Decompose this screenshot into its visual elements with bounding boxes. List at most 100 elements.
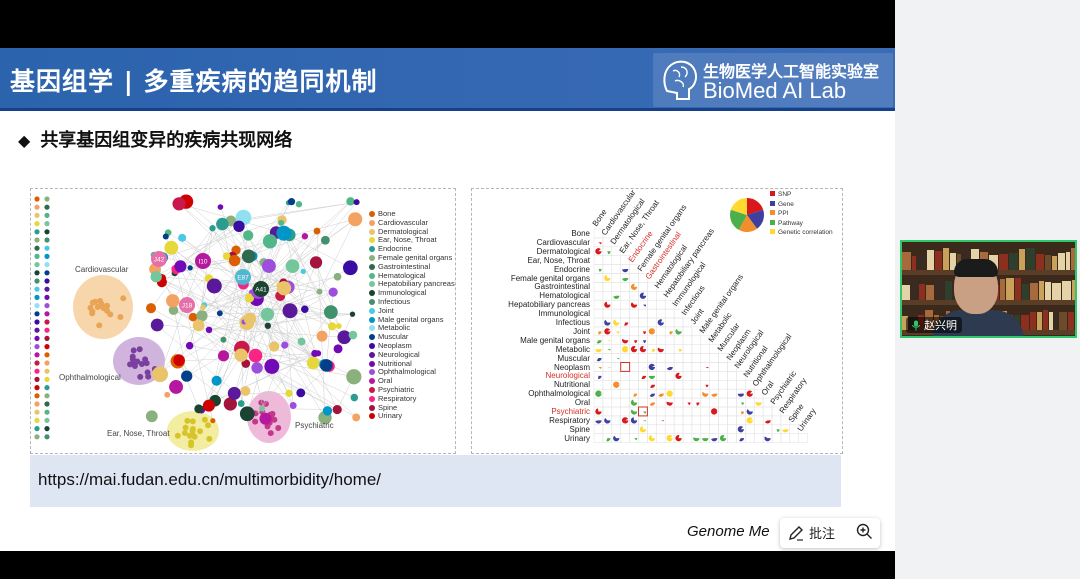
cell-pie-glyph: [595, 390, 602, 397]
network-node: [352, 413, 361, 422]
network-edge: [157, 324, 345, 338]
legend-item: Spine: [369, 403, 397, 412]
network-edge: [178, 360, 199, 409]
matrix-cell: [593, 299, 604, 310]
network-node: [337, 330, 352, 345]
strip-dot: [34, 360, 40, 366]
matrix-cell: [753, 415, 764, 426]
cell-pie-glyph: [675, 328, 682, 335]
book-spine: [999, 254, 1008, 270]
network-edge: [177, 361, 231, 405]
strip-dot: [44, 311, 50, 317]
network-edge: [171, 247, 214, 421]
strip-dot: [34, 344, 40, 350]
matrix-cell: [691, 335, 702, 345]
legend-label: Hepatobiliary pancreas: [378, 279, 455, 289]
cell-pie-glyph: [613, 435, 620, 442]
legend-label: Male genital organs: [378, 314, 444, 324]
network-node: [276, 281, 292, 296]
cluster-node: [189, 427, 196, 434]
network-node: [146, 303, 157, 314]
network-edge: [261, 311, 332, 409]
matrix-row-label: Hematological: [539, 291, 590, 301]
matrix-cell: [771, 415, 782, 426]
microphone-icon: [911, 320, 921, 330]
cell-pie-glyph: [604, 319, 611, 326]
cell-pie-glyph: [746, 417, 753, 424]
legend-item: Joint: [369, 306, 394, 315]
cell-pie-glyph: [746, 390, 753, 397]
labelled-node: [253, 281, 269, 297]
strip-dot: [34, 262, 40, 268]
zoom-in-button[interactable]: [856, 523, 873, 544]
network-node: [296, 388, 306, 398]
matrix-row-label: Urinary: [564, 433, 590, 443]
matrix-cell: [638, 388, 648, 399]
pie-legend-swatch: [770, 191, 775, 196]
cluster-node: [186, 432, 193, 439]
network-node: [240, 386, 251, 396]
cell-pie-glyph: [740, 402, 744, 406]
book-spine: [1062, 281, 1071, 300]
cell-pie-glyph: [613, 381, 620, 388]
matrix-cell: [673, 335, 684, 345]
cell-pie-glyph: [596, 358, 602, 362]
highlight-cell: [620, 362, 631, 372]
network-node: [194, 404, 204, 414]
cell-pie-glyph: [666, 366, 673, 371]
cluster-node: [181, 430, 188, 437]
cell-pie-glyph: [776, 429, 780, 433]
cell-pie-glyph: [641, 375, 647, 380]
cell-pie-glyph: [616, 358, 620, 360]
annotate-button[interactable]: 批注: [788, 523, 835, 542]
participant-video-tile[interactable]: 赵兴明: [900, 240, 1077, 338]
matrix-cell: [682, 424, 693, 434]
matrix-cell: [673, 397, 684, 408]
matrix-cell: [664, 344, 675, 354]
book-spine: [1059, 312, 1067, 330]
matrix-cell: [602, 255, 613, 265]
book-spine: [1022, 284, 1029, 300]
matrix-cell: [656, 299, 666, 310]
cell-pie-glyph: [633, 393, 638, 397]
legend-dot: [369, 369, 375, 376]
matrix-cell: [789, 433, 799, 443]
legend-label: Muscular: [378, 332, 409, 342]
matrix-cell: [691, 424, 702, 434]
book-spine: [1045, 255, 1051, 270]
network-node: [281, 341, 289, 349]
matrix-cell: [611, 397, 621, 408]
cell-pie-glyph: [648, 435, 655, 442]
cluster-node: [206, 435, 213, 442]
book-spine: [1030, 283, 1038, 300]
legend-dot: [369, 211, 375, 217]
matrix-cell: [682, 415, 693, 426]
network-node: [297, 337, 306, 346]
cell-pie-glyph: [657, 319, 664, 326]
cell-pie-glyph: [624, 322, 629, 326]
network-node: [152, 366, 169, 383]
pie-slice: [730, 198, 747, 215]
pie-legend-swatch: [770, 219, 775, 225]
network-edge: [220, 206, 269, 326]
legend-dot: [369, 228, 375, 235]
network-edge: [156, 276, 247, 323]
legend-label: Neurological: [378, 349, 420, 359]
legend-item: Neurological: [369, 350, 420, 359]
legend-label: Respiratory: [378, 393, 417, 403]
cell-pie-glyph: [658, 393, 664, 397]
network-edge: [243, 321, 354, 377]
cell-pie-glyph: [739, 438, 744, 442]
cluster-node: [142, 356, 149, 363]
matrix-cell: [629, 424, 639, 434]
matrix-cell: [593, 273, 604, 283]
website-url[interactable]: https://mai.fudan.edu.cn/multimorbidity/…: [38, 470, 381, 489]
matrix-cell: [620, 380, 630, 390]
strip-dot: [34, 196, 40, 202]
matrix-cell: [736, 380, 746, 390]
strip-dot: [34, 385, 40, 391]
book-spine: [917, 256, 926, 270]
cell-pie-glyph: [607, 340, 611, 342]
network-edge: [281, 219, 316, 354]
